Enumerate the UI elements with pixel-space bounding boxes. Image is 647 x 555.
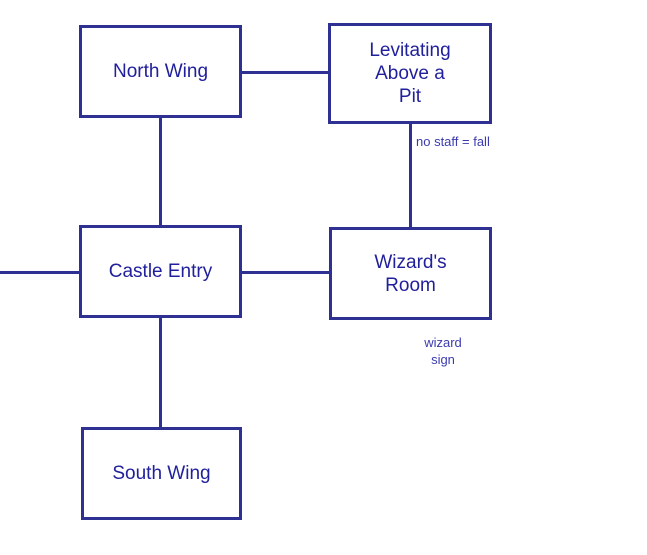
- node-label-south-wing: South Wing: [112, 463, 211, 484]
- node-south-wing[interactable]: South Wing: [81, 427, 242, 520]
- node-wizards-room[interactable]: Wizard's Room: [329, 227, 492, 320]
- node-levitating-above-a-pit[interactable]: Levitating Above a Pit: [328, 23, 492, 124]
- node-north-wing[interactable]: North Wing: [79, 25, 242, 118]
- edge-label-no-staff-equals-fall: no staff = fall: [416, 134, 490, 149]
- node-label-levitating-above-a-pit: Levitating Above a Pit: [369, 40, 451, 107]
- edge-castle-entry-to-south-wing: [159, 318, 162, 427]
- edge-levitating-to-wizards-room: [409, 124, 412, 227]
- edge-label-wizard-sign: wizard sign: [424, 335, 462, 367]
- edge-castle-entry-to-west-exit: [0, 271, 79, 274]
- edge-castle-entry-to-wizards-room: [242, 271, 329, 274]
- node-label-wizards-room: Wizard's Room: [374, 251, 447, 296]
- edge-north-wing-to-levitating: [242, 71, 328, 74]
- node-label-castle-entry: Castle Entry: [108, 261, 213, 282]
- node-label-north-wing: North Wing: [112, 61, 209, 82]
- node-castle-entry[interactable]: Castle Entry: [79, 225, 242, 318]
- edge-north-wing-to-castle-entry: [159, 118, 162, 225]
